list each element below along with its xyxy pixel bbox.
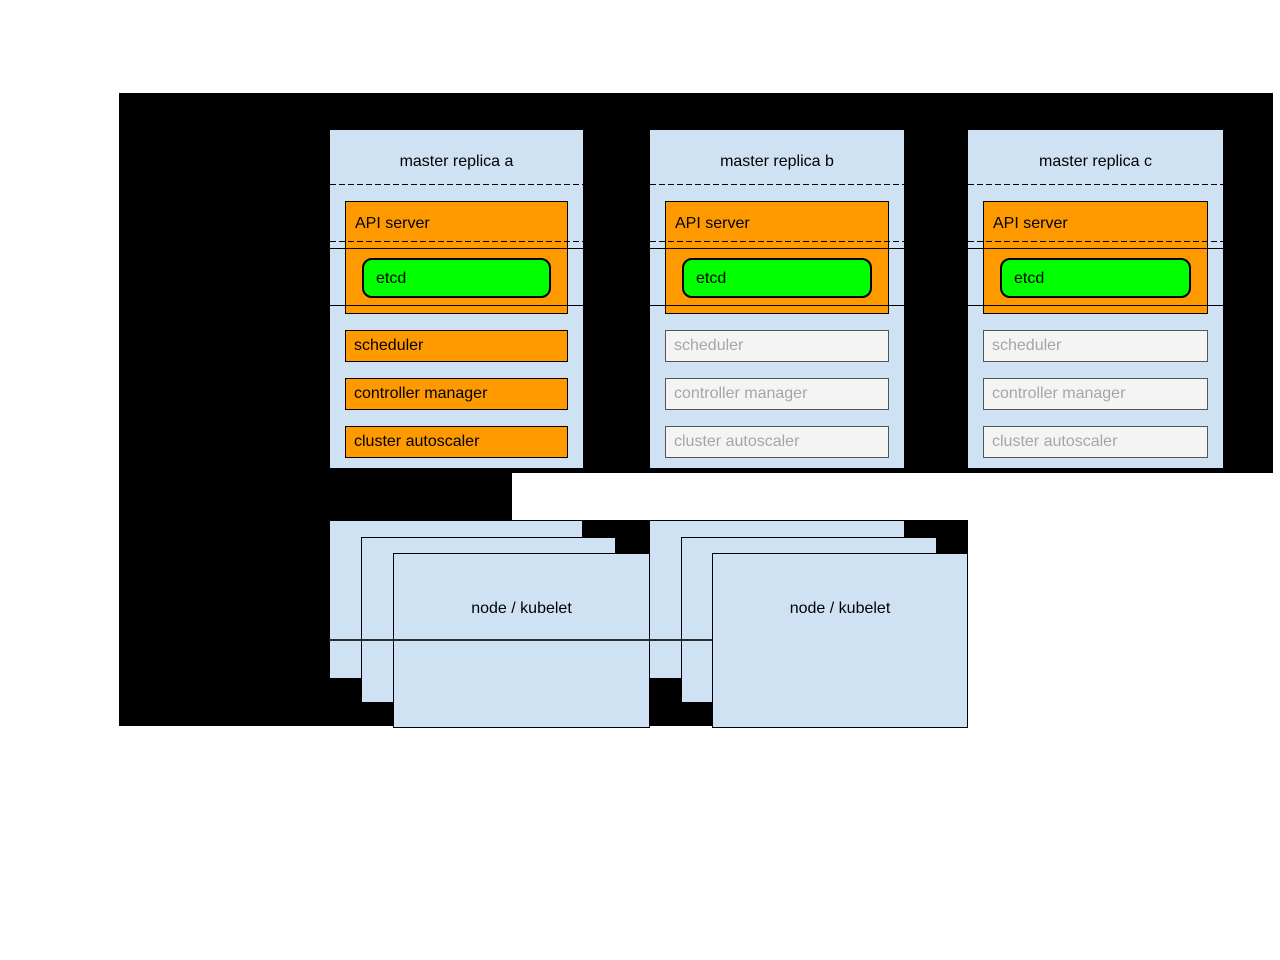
api-server-label: API server	[993, 215, 1068, 232]
component-box-controller-manager: controller manager	[665, 378, 889, 410]
api-server-box: API server etcd	[345, 201, 568, 314]
etcd-label: etcd	[696, 270, 727, 287]
etcd-box: etcd	[682, 258, 872, 298]
master-title: master replica c	[1039, 153, 1152, 170]
api-server-box: API server etcd	[665, 201, 889, 314]
node-kubelet-label: node / kubelet	[471, 600, 572, 617]
component-box-controller-manager: controller manager	[983, 378, 1208, 410]
api-server-box: API server etcd	[983, 201, 1208, 314]
master-replica-c-box: master replica c API server etcd schedul…	[967, 129, 1224, 469]
master-title: master replica b	[720, 153, 834, 170]
etcd-box: etcd	[362, 258, 551, 298]
connection-line	[650, 305, 904, 306]
divider-dashed-line	[650, 241, 904, 242]
connection-line	[968, 305, 1223, 306]
node-box-front: node / kubelet	[712, 553, 968, 728]
divider-dashed-line	[968, 241, 1223, 242]
connection-line	[330, 305, 583, 306]
component-box-scheduler: scheduler	[665, 330, 889, 362]
etcd-label: etcd	[1014, 270, 1045, 287]
component-box-cluster-autoscaler: cluster autoscaler	[983, 426, 1208, 458]
divider-dashed-line	[968, 184, 1223, 185]
connection-line	[968, 248, 1223, 249]
api-server-label: API server	[355, 215, 430, 232]
etcd-box: etcd	[1000, 258, 1191, 298]
node-kubelet-label: node / kubelet	[789, 600, 891, 617]
component-box-scheduler: scheduler	[983, 330, 1208, 362]
node-connection-line	[329, 639, 712, 641]
connection-line	[650, 248, 904, 249]
component-box-cluster-autoscaler: cluster autoscaler	[665, 426, 889, 458]
master-title: master replica a	[399, 153, 514, 170]
divider-dashed-line	[330, 184, 583, 185]
master-replica-a-box: master replica a API server etcd schedul…	[329, 129, 584, 469]
etcd-label: etcd	[376, 270, 407, 287]
divider-dashed-line	[330, 241, 583, 242]
component-box-controller-manager: controller manager	[345, 378, 568, 410]
component-box-cluster-autoscaler: cluster autoscaler	[345, 426, 568, 458]
master-replica-b-box: master replica b API server etcd schedul…	[649, 129, 905, 469]
component-box-scheduler: scheduler	[345, 330, 568, 362]
api-server-label: API server	[675, 215, 750, 232]
divider-dashed-line	[650, 184, 904, 185]
connection-line	[330, 248, 583, 249]
